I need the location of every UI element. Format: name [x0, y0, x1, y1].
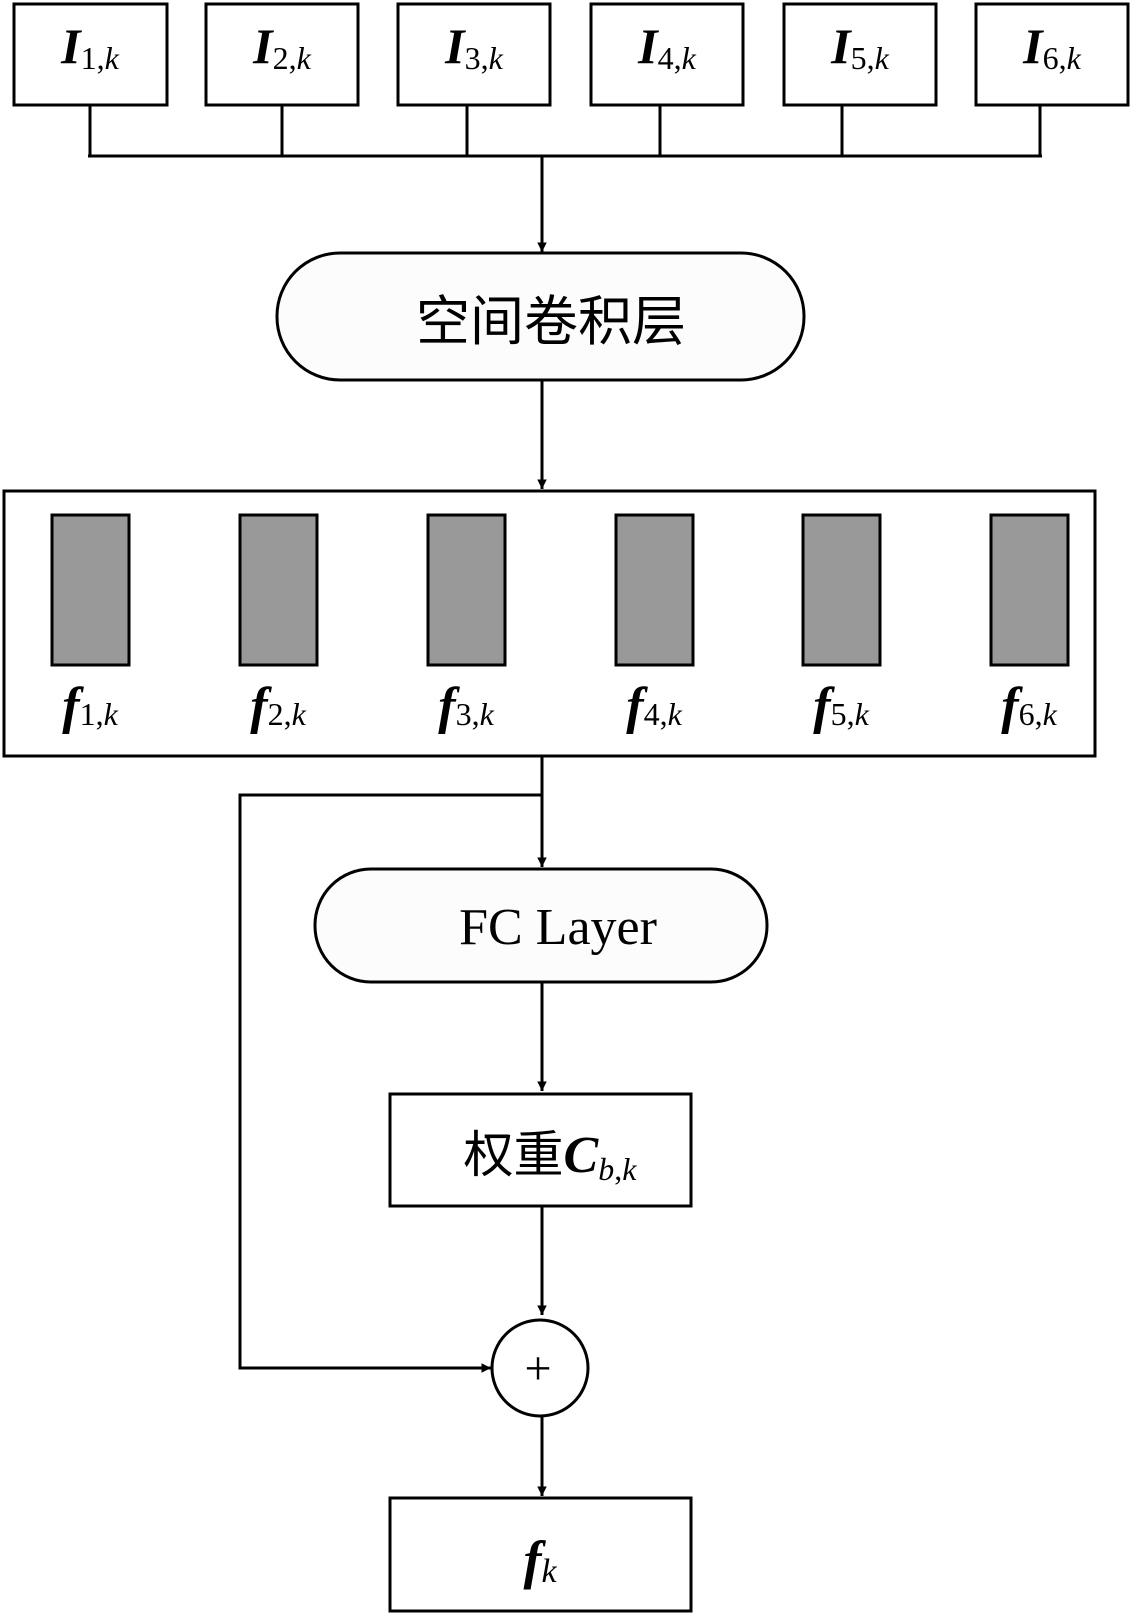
- feature-block-6: [989, 513, 1070, 667]
- feature-label-6: f6,k: [1001, 678, 1057, 735]
- input-box-3: I3,k: [396, 2, 552, 107]
- input-label-1: I1,k: [60, 18, 119, 76]
- weight-label: 权重Cb,k: [464, 1126, 638, 1187]
- feature-block-2: [238, 513, 319, 667]
- feature-label-2: f2,k: [250, 678, 306, 735]
- fc-layer: FC Layer: [313, 867, 769, 984]
- input-label-5: I5,k: [830, 18, 889, 76]
- feature-label-4: f4,k: [626, 678, 682, 735]
- input-label-4: I4,k: [637, 18, 696, 76]
- feature-4: f4,k: [614, 513, 695, 735]
- feature-label-3: f3,k: [438, 678, 494, 735]
- weight-box: 权重Cb,k: [388, 1092, 693, 1208]
- feature-block-4: [614, 513, 695, 667]
- feature-block-3: [426, 513, 507, 667]
- feature-block-5: [801, 513, 882, 667]
- input-merge-bus: [88, 105, 1042, 158]
- feature-6: f6,k: [989, 513, 1070, 735]
- input-box-6: I6,k: [974, 2, 1130, 107]
- spatial-conv-label: 空间卷积层: [416, 290, 686, 353]
- feature-container: f1,k f2,k f3,k f4,k f5,k: [2, 489, 1097, 758]
- input-box-1: I1,k: [12, 2, 169, 107]
- input-label-2: I2,k: [252, 18, 311, 76]
- feature-1: f1,k: [50, 513, 131, 735]
- input-label-3: I3,k: [444, 18, 503, 76]
- sum-node: +: [490, 1318, 590, 1418]
- output-box: fk: [388, 1496, 693, 1613]
- input-box-2: I2,k: [204, 2, 360, 107]
- feature-block-1: [50, 513, 131, 667]
- feature-label-1: f1,k: [62, 678, 118, 735]
- input-label-6: I6,k: [1022, 18, 1081, 76]
- input-row: I1,k I2,k I3,k I4,k I5,k: [12, 2, 1130, 107]
- feature-2: f2,k: [238, 513, 319, 735]
- spatial-conv-layer: 空间卷积层: [275, 251, 806, 382]
- feature-3: f3,k: [426, 513, 507, 735]
- output-label: fk: [523, 1530, 557, 1590]
- input-box-5: I5,k: [782, 2, 938, 107]
- fc-layer-label: FC Layer: [459, 899, 657, 956]
- feature-5: f5,k: [801, 513, 882, 735]
- feature-label-5: f5,k: [813, 678, 869, 735]
- input-box-4: I4,k: [589, 2, 745, 107]
- sum-symbol: +: [524, 1342, 551, 1395]
- skip-connection: [238, 793, 542, 1373]
